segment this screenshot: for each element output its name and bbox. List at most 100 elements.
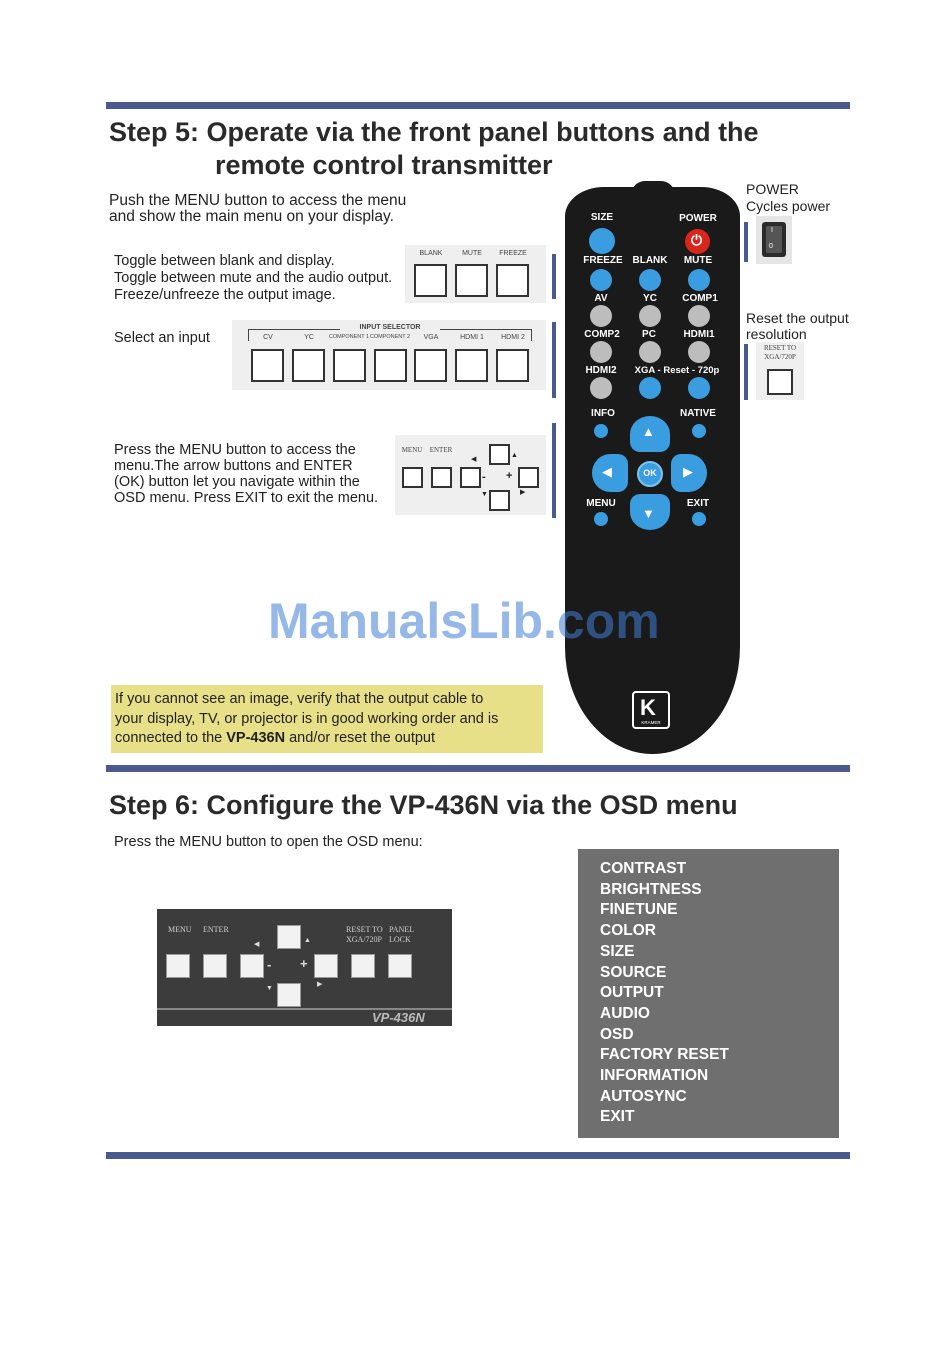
osd-item-source[interactable]: SOURCE [600, 963, 667, 981]
front-down-button[interactable] [277, 983, 301, 1007]
front-left-button[interactable] [240, 954, 264, 978]
input-label-component2: COMPONENT 2 [369, 334, 411, 340]
input-button-component2[interactable] [374, 349, 407, 382]
toggle-desc-freeze: Freeze/unfreeze the output image. [114, 287, 336, 303]
remote-ok-button[interactable] [637, 461, 663, 487]
input-selector-title: INPUT SELECTOR [340, 324, 440, 331]
menu-nav-down-button[interactable] [489, 490, 510, 511]
remote-hdmi2-label: HDMI2 [585, 365, 617, 376]
remote-xga-button[interactable] [639, 377, 661, 399]
front-menu-button[interactable] [166, 954, 190, 978]
mute-button[interactable] [455, 264, 488, 297]
osd-item-exit[interactable]: EXIT [600, 1108, 635, 1126]
remote-720p-button[interactable] [688, 377, 710, 399]
remote-down-button[interactable] [630, 494, 670, 530]
top-rule [106, 102, 850, 109]
note-line3-suffix: and/or reset the output [285, 730, 436, 746]
front-up-button[interactable] [277, 925, 301, 949]
front-reset-label-line1: RESET TO [346, 925, 383, 934]
note-box: If you cannot see an image, verify that … [111, 685, 543, 753]
bottom-rule [106, 1152, 850, 1159]
front-enter-button[interactable] [203, 954, 227, 978]
remote-left-button[interactable] [592, 454, 628, 492]
remote-mute-button[interactable] [688, 269, 710, 291]
input-button-component1[interactable] [333, 349, 366, 382]
remote-freeze-label: FREEZE [583, 255, 623, 266]
reset-desc-line1: Reset the output [746, 310, 849, 326]
menu-nav-left-button[interactable] [460, 467, 481, 488]
menu-nav-down-arrow-icon: ▼ [481, 491, 488, 498]
remote-comp1-button[interactable] [688, 305, 710, 327]
reset-label-line2: XGA/720P [764, 353, 796, 361]
remote-size-button[interactable] [589, 228, 615, 254]
remote-hdmi1-button[interactable] [688, 341, 710, 363]
osd-item-audio[interactable]: AUDIO [600, 1004, 650, 1022]
input-label-component1: COMPONENT 1 [328, 334, 370, 340]
menu-nav-menu-button[interactable] [402, 467, 423, 488]
osd-item-finetune[interactable]: FINETUNE [600, 901, 678, 919]
step6-intro: Press the MENU button to open the OSD me… [114, 834, 423, 850]
remote-exit-label: EXIT [686, 498, 710, 509]
power-switch-off-mark: 0 [769, 243, 773, 250]
osd-item-brightness[interactable]: BRIGHTNESS [600, 880, 702, 898]
remote-comp2-button[interactable] [590, 341, 612, 363]
menu-nav-up-arrow-icon: ▲ [511, 452, 518, 459]
front-reset-button[interactable] [351, 954, 375, 978]
osd-item-factory-reset[interactable]: FACTORY RESET [600, 1046, 729, 1064]
front-model-label: VP-436N [372, 1010, 425, 1025]
input-button-hdmi2[interactable] [496, 349, 529, 382]
remote-up-button[interactable] [630, 416, 670, 452]
input-button-cv[interactable] [251, 349, 284, 382]
remote-right-button[interactable] [671, 454, 707, 492]
kramer-logo-text: KRAMER [641, 720, 661, 725]
input-button-vga[interactable] [414, 349, 447, 382]
remote-pc-label: PC [642, 329, 656, 340]
remote-hdmi2-button[interactable] [590, 377, 612, 399]
osd-item-information[interactable]: INFORMATION [600, 1067, 709, 1085]
menu-desc-line3: (OK) button let you navigate within the [114, 474, 360, 490]
remote-mute-label: MUTE [683, 255, 713, 266]
remote-native-button[interactable] [692, 424, 706, 438]
front-right-arrow-icon: ▶ [317, 981, 323, 988]
remote-menu-button[interactable] [594, 512, 608, 526]
osd-item-contrast[interactable]: CONTRAST [600, 860, 687, 877]
front-right-button[interactable] [314, 954, 338, 978]
remote-exit-button[interactable] [692, 512, 706, 526]
input-label-yc: YC [304, 334, 314, 341]
front-panel-lock-label-line2: LOCK [389, 935, 411, 944]
reset-desc-line2: resolution [746, 326, 807, 342]
menu-nav-right-button[interactable] [518, 467, 539, 488]
remote-blank-label: BLANK [632, 255, 668, 266]
menu-nav-up-button[interactable] [489, 444, 510, 465]
menu-bar [552, 423, 556, 518]
osd-item-color[interactable]: COLOR [600, 922, 656, 940]
input-button-yc[interactable] [292, 349, 325, 382]
blank-button[interactable] [414, 264, 447, 297]
freeze-button[interactable] [496, 264, 529, 297]
remote-info-label: INFO [591, 408, 615, 419]
note-line2: your display, TV, or projector is in goo… [115, 710, 499, 727]
step6-title: Step 6: Configure the VP-436N via the OS… [109, 790, 738, 820]
remote-info-button[interactable] [594, 424, 608, 438]
front-left-arrow-icon: ◀ [254, 941, 260, 948]
remote-av-button[interactable] [590, 305, 612, 327]
input-bar [552, 322, 556, 398]
remote-freeze-button[interactable] [590, 269, 612, 291]
remote-blank-button[interactable] [639, 269, 661, 291]
reset-button[interactable] [767, 369, 793, 395]
mute-label: MUTE [462, 250, 482, 257]
front-panel-line [157, 1008, 452, 1010]
remote-yc-button[interactable] [639, 305, 661, 327]
front-lock-button[interactable] [388, 954, 412, 978]
step5-title-line1: Step 5: Operate via the front panel butt… [109, 117, 759, 147]
menu-nav-enter-button[interactable] [431, 467, 452, 488]
remote-pc-button[interactable] [639, 341, 661, 363]
osd-item-size[interactable]: SIZE [600, 942, 635, 960]
osd-item-osd[interactable]: OSD [600, 1025, 634, 1043]
menu-nav-plus: + [506, 470, 513, 482]
input-button-hdmi1[interactable] [455, 349, 488, 382]
note-line1: If you cannot see an image, verify that … [115, 691, 484, 707]
osd-item-autosync[interactable]: AUTOSYNC [600, 1087, 687, 1105]
remote-power-button[interactable] [685, 229, 710, 254]
osd-item-output[interactable]: OUTPUT [600, 984, 664, 1002]
